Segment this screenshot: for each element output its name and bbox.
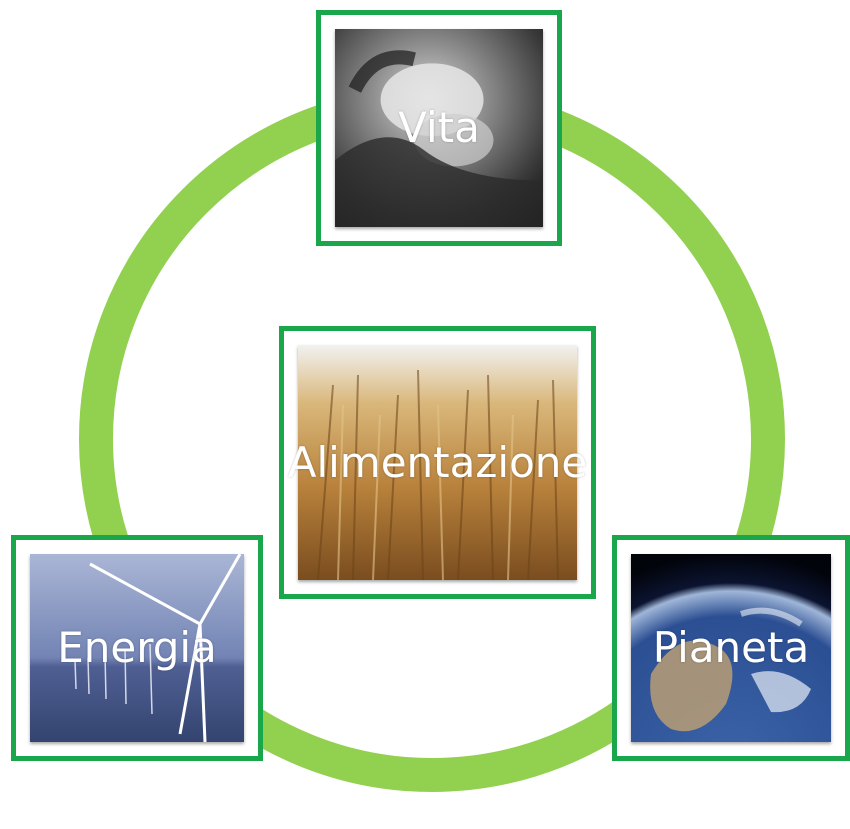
node-label-energia: Energia [57,623,217,672]
node-alimentazione: Alimentazione [279,326,596,599]
earth-from-space-photo [631,554,831,742]
node-label-alimentazione: Alimentazione [287,437,588,487]
wind-turbines-photo [30,554,244,742]
node-label-vita: Vita [398,103,480,152]
node-pianeta: Pianeta [612,535,850,761]
node-vita: Vita [316,10,562,246]
newborn-in-hands-photo [335,29,543,227]
node-energia: Energia [11,535,263,761]
wheat-field-photo [298,345,577,580]
node-label-pianeta: Pianeta [652,623,810,672]
